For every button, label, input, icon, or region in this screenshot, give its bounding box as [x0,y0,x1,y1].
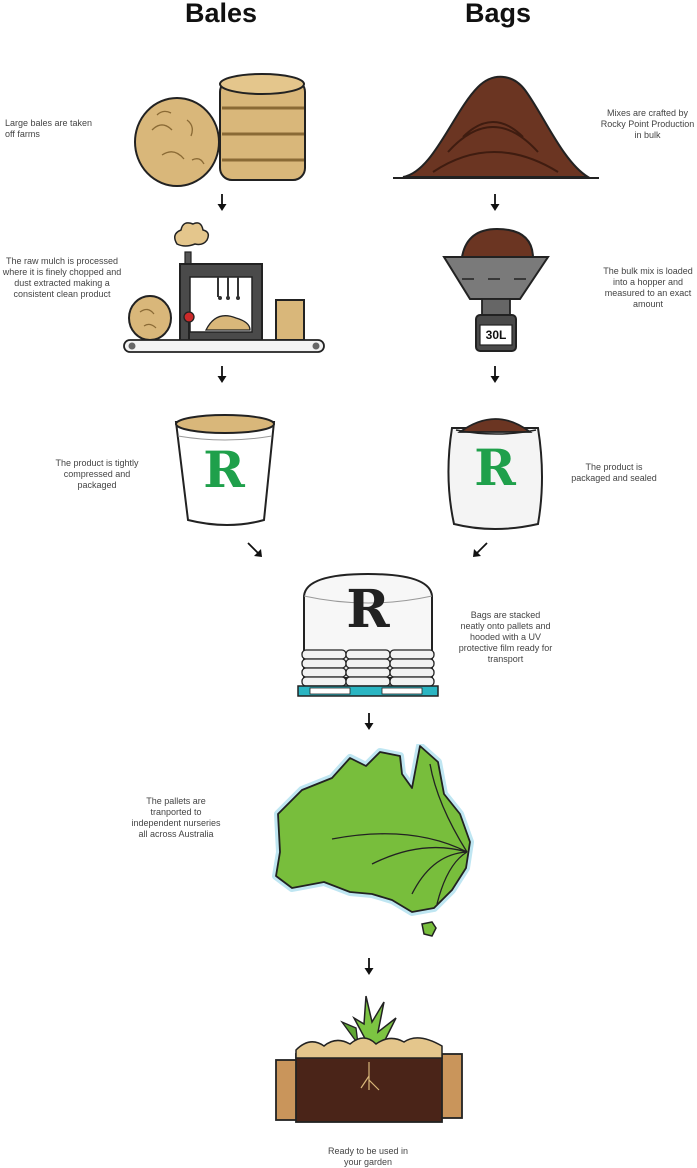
garden-bed-illustration [275,995,463,1123]
arrow-down-icon [490,194,500,211]
arrow-down-icon [217,366,227,383]
bulk-mix-pile-illustration [393,75,599,179]
arrow-down-icon [490,366,500,383]
arrow-down-icon [364,713,374,730]
australia-map-illustration [272,744,474,937]
arrow-down-icon [364,958,374,975]
bags-bulk-caption: Mixes are crafted by Rocky Point Product… [600,108,695,140]
arrow-down-left-icon [473,542,488,557]
bales-pack-caption: The product is tightly compressed and pa… [55,458,139,490]
transport-caption: The pallets are tranported to independen… [131,796,221,839]
arrow-down-right-icon [247,542,262,557]
brand-letter-tub: R [203,440,245,499]
pallet-illustration [297,572,439,697]
bags-pack-caption: The product is packaged and sealed [571,462,657,483]
brand-letter-pallet: R [346,579,390,640]
compressed-pack-illustration [174,414,276,526]
garden-caption: Ready to be used in your garden [327,1146,409,1167]
bags-hopper-caption: The bulk mix is loaded into a hopper and… [603,266,693,309]
brand-letter-bag: R [474,438,516,497]
hay-bales-illustration [134,73,306,187]
sealed-bag-illustration [447,418,543,530]
bags-heading: Bags [465,0,532,28]
mulch-processor-illustration [123,222,325,353]
bales-process-caption: The raw mulch is processed where it is f… [2,256,122,299]
arrow-down-icon [217,194,227,211]
bales-heading: Bales [185,0,258,28]
pallets-caption: Bags are stacked neatly onto pallets and… [458,610,553,664]
bales-farm-caption: Large bales are taken off farms [5,118,93,139]
hopper-volume-label: 30L [485,328,507,342]
hopper-illustration [442,227,550,352]
